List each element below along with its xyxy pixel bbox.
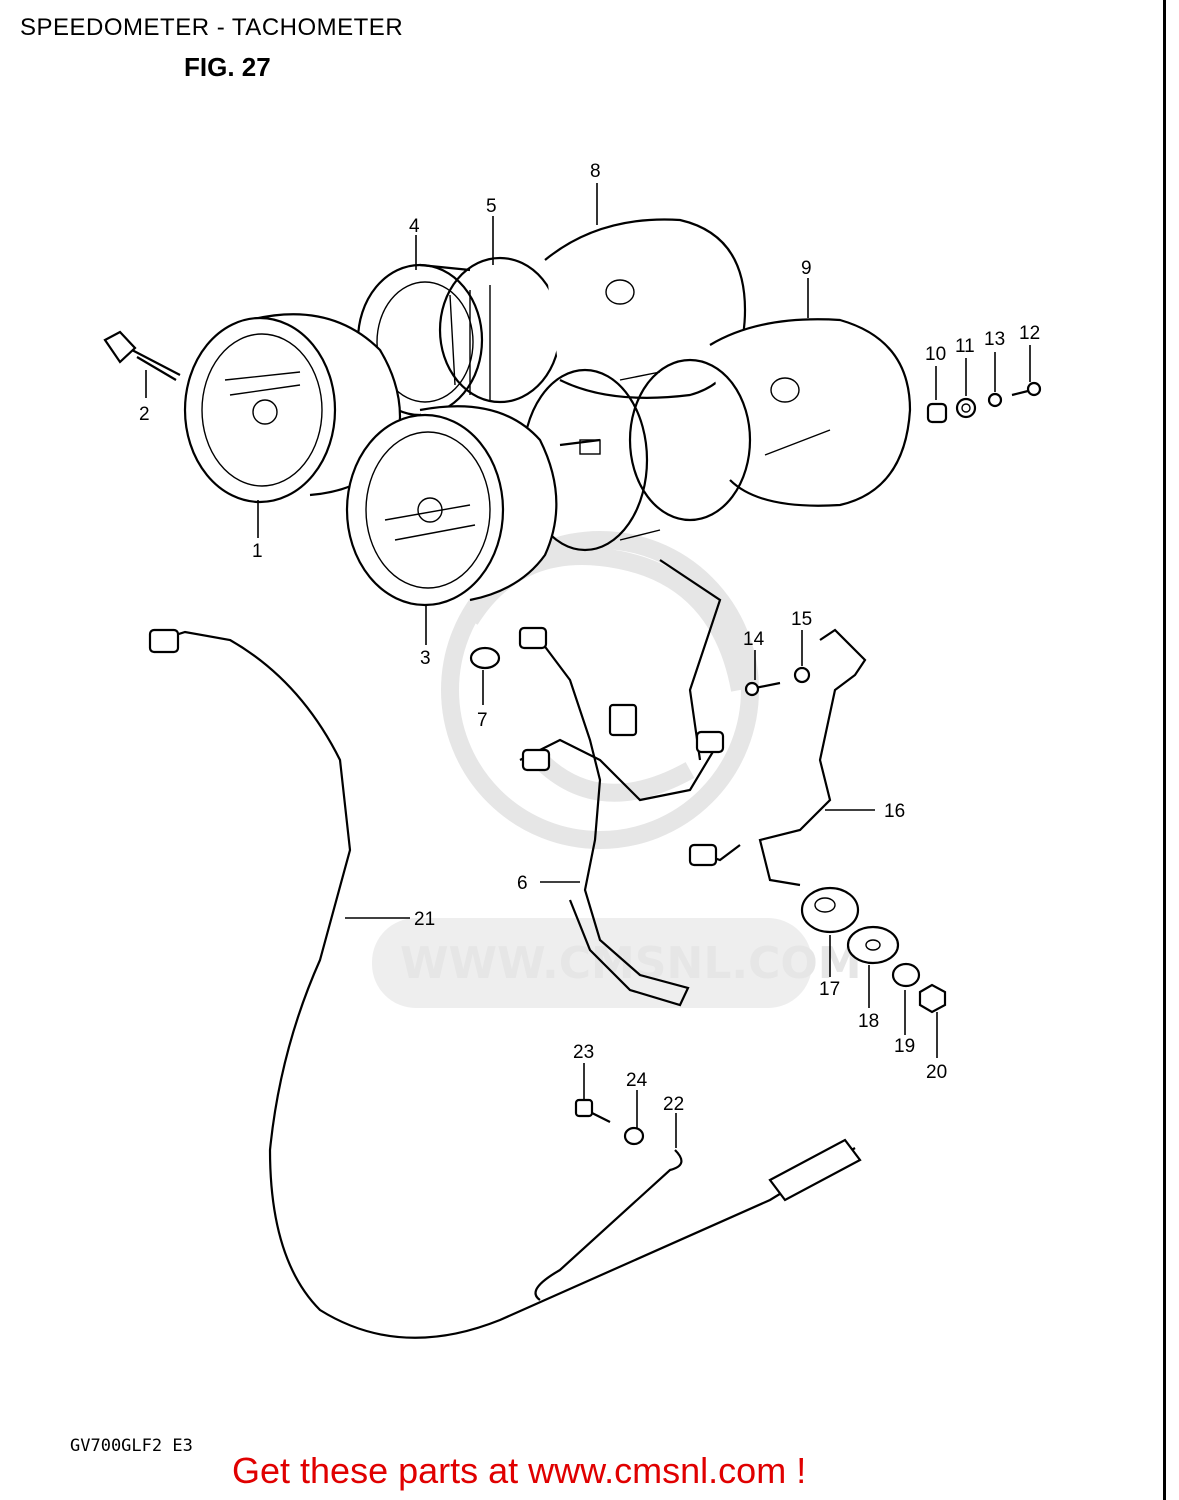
speedometer-cable-21 — [148, 628, 862, 1339]
reset-knob-2 — [103, 330, 181, 381]
watermark-logo: WWW.CMSNL.COM — [372, 531, 862, 1008]
nut-10 — [926, 402, 948, 424]
callout-11: 11 — [955, 336, 975, 357]
callout-13: 13 — [984, 329, 1005, 350]
callout-3: 3 — [420, 648, 431, 669]
bulb-7 — [469, 646, 501, 670]
screw-14 — [744, 681, 781, 697]
bolt-23 — [574, 1098, 611, 1123]
screw-12 — [1011, 381, 1042, 397]
callout-12: 12 — [1019, 323, 1040, 344]
page-edge-line — [1163, 0, 1166, 1500]
speedometer-inner-case-5 — [438, 256, 562, 404]
callout-15: 15 — [791, 609, 812, 630]
diagram-title: SPEEDOMETER - TACHOMETER — [20, 14, 404, 41]
callout-19: 19 — [894, 1036, 915, 1057]
callout-14: 14 — [743, 629, 765, 650]
callout-21: 21 — [414, 909, 435, 930]
callout-22: 22 — [663, 1094, 684, 1115]
speedometer-cover-8 — [544, 218, 747, 399]
callout-10: 10 — [925, 344, 946, 365]
callout-23: 23 — [573, 1042, 594, 1063]
washer-15 — [793, 666, 811, 684]
nut-20 — [918, 983, 947, 1014]
clamp-22 — [534, 1149, 683, 1301]
callout-16: 16 — [884, 801, 905, 822]
washer-18 — [846, 925, 900, 965]
callout-9: 9 — [801, 258, 812, 279]
model-code: GV700GLF2 E3 — [70, 1436, 193, 1456]
washer-24 — [623, 1126, 645, 1146]
callout-18: 18 — [858, 1011, 879, 1032]
watermark-text: WWW.CMSNL.COM — [400, 938, 862, 989]
washer-19 — [891, 962, 921, 988]
callout-20: 20 — [926, 1062, 947, 1083]
callout-4: 4 — [409, 216, 420, 237]
leader-lines — [145, 183, 1031, 1148]
washer-11 — [955, 397, 977, 419]
callout-17: 17 — [819, 979, 840, 1000]
tachometer-gauge-3 — [345, 405, 601, 607]
speedometer-gauge-1 — [183, 313, 402, 504]
callout-6: 6 — [517, 873, 528, 894]
wiring-harness-6 — [518, 626, 741, 1007]
callout-1: 1 — [252, 541, 263, 562]
callout-8: 8 — [590, 161, 601, 182]
figure-number: FIG. 27 — [184, 52, 271, 82]
callout-2: 2 — [139, 404, 150, 425]
callout-7: 7 — [477, 710, 488, 731]
tachometer-cover-9 — [709, 318, 912, 507]
bracket-16 — [659, 559, 867, 887]
callout-5: 5 — [486, 196, 497, 217]
callout-24: 24 — [626, 1070, 648, 1091]
washer-13 — [987, 392, 1003, 408]
cushion-17 — [800, 886, 860, 934]
footer-link[interactable]: Get these parts at www.cmsnl.com ! — [232, 1450, 807, 1491]
